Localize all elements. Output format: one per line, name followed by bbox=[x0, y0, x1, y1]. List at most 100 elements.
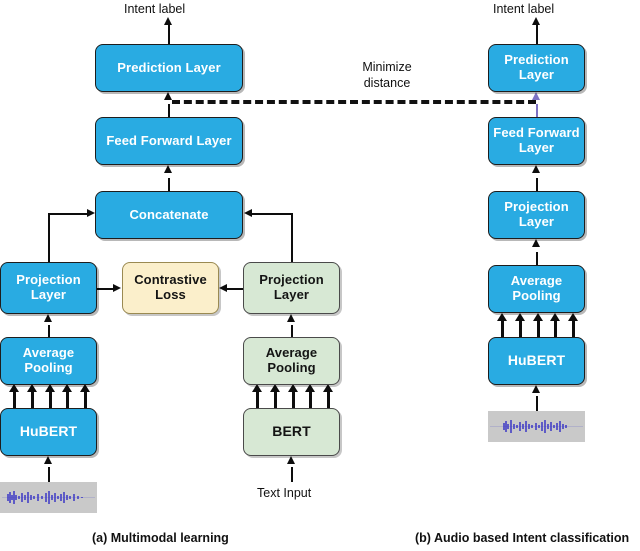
panel-a-left-elbow-horizontal bbox=[48, 213, 88, 215]
panel-a-prediction-layer-label: Prediction Layer bbox=[117, 59, 221, 75]
panel-a-ffl-to-prediction-arrow bbox=[164, 92, 172, 100]
panel-a-left-elbow-arrow bbox=[87, 209, 95, 217]
panel-a-text-token-arrow-head-1 bbox=[252, 384, 263, 392]
panel-a-textproj-to-loss-line bbox=[227, 288, 244, 290]
panel-a-token-arrow-line-1 bbox=[13, 391, 16, 408]
panel-a-right-elbow-vertical bbox=[291, 213, 293, 262]
panel-a-caption: (a) Multimodal learning bbox=[92, 531, 229, 545]
panel-b-wave-to-hubert-arrow bbox=[532, 385, 540, 393]
panel-a-left-elbow-vertical bbox=[48, 213, 50, 262]
panel-a-right-elbow-horizontal bbox=[252, 213, 292, 215]
panel-b-feed-forward-layer-label: Feed Forward Layer bbox=[493, 125, 580, 155]
panel-a-output-arrow-line bbox=[168, 22, 170, 44]
panel-a-audiopool-to-proj-line bbox=[48, 325, 50, 338]
panel-a-audio-projection-layer[interactable]: Projection Layer bbox=[0, 262, 97, 314]
panel-a-wave-to-hubert-arrow bbox=[44, 456, 52, 464]
panel-a-concat-to-ffl-line bbox=[168, 178, 170, 192]
panel-a-text-token-arrow-head-4 bbox=[305, 384, 316, 392]
minimize-distance-label-line2: distance bbox=[363, 75, 411, 90]
panel-b-hubert-encoder[interactable]: HuBERT bbox=[488, 337, 585, 385]
panel-a-audiopool-to-proj-arrow bbox=[44, 314, 52, 322]
panel-a-contrastive-loss[interactable]: Contrastive Loss bbox=[122, 262, 219, 314]
panel-a-concat-to-ffl-arrow bbox=[164, 165, 172, 173]
panel-b-proj-to-ffl-arrow bbox=[532, 165, 540, 173]
panel-b-token-arrow-line-3 bbox=[537, 320, 540, 337]
panel-b-token-arrow-line-4 bbox=[554, 320, 557, 337]
minimize-distance-label: Minimize distance bbox=[339, 60, 435, 91]
panel-a-text-token-arrow-line-5 bbox=[327, 391, 330, 408]
panel-a-feed-forward-layer-label: Feed Forward Layer bbox=[106, 132, 232, 148]
panel-a-audio-average-pooling-label: Average Pooling bbox=[22, 345, 75, 375]
panel-a-text-projection-layer[interactable]: Projection Layer bbox=[243, 262, 340, 314]
minimize-distance-label-line1: Minimize bbox=[362, 60, 412, 74]
panel-a-audioproj-to-loss-arrow bbox=[113, 284, 121, 292]
panel-a-text-token-arrow-line-4 bbox=[309, 391, 312, 408]
panel-a-text-token-arrow-line-1 bbox=[256, 391, 259, 408]
panel-b-prediction-layer[interactable]: Prediction Layer bbox=[488, 44, 585, 92]
panel-a-token-arrow-head-2 bbox=[27, 384, 38, 392]
panel-a-text-token-arrow-head-2 bbox=[270, 384, 281, 392]
panel-b-output-arrow-line bbox=[536, 22, 538, 44]
minimize-distance-dashed-line bbox=[172, 100, 536, 104]
panel-a-token-arrow-line-3 bbox=[49, 391, 52, 408]
panel-a-feed-forward-layer[interactable]: Feed Forward Layer bbox=[95, 117, 243, 165]
panel-a-text-average-pooling-label: Average Pooling bbox=[265, 345, 318, 375]
panel-a-textinput-to-bert-line bbox=[291, 467, 293, 482]
panel-b-pool-to-proj-arrow bbox=[532, 239, 540, 247]
panel-a-bert-encoder[interactable]: BERT bbox=[243, 408, 340, 456]
panel-b-audio-waveform-input bbox=[488, 411, 585, 442]
panel-a-audio-waveform-input bbox=[0, 482, 97, 513]
panel-a-token-arrow-head-1 bbox=[9, 384, 20, 392]
panel-a-textinput-to-bert-arrow bbox=[287, 456, 295, 464]
panel-a-ffl-to-prediction-line bbox=[168, 104, 170, 118]
panel-b-average-pooling[interactable]: Average Pooling bbox=[488, 265, 585, 313]
panel-a-intent-label-text: Intent label bbox=[124, 2, 186, 16]
panel-b-ffl-to-prediction-line bbox=[536, 104, 538, 118]
panel-a-text-token-arrow-head-3 bbox=[288, 384, 299, 392]
panel-a-textpool-to-proj-line bbox=[291, 325, 293, 338]
panel-a-output-arrow-head bbox=[164, 17, 172, 25]
panel-a-token-arrow-head-3 bbox=[45, 384, 56, 392]
panel-b-token-arrow-line-5 bbox=[572, 320, 575, 337]
panel-b-token-arrow-head-1 bbox=[497, 313, 508, 321]
panel-a-token-arrow-head-4 bbox=[62, 384, 73, 392]
panel-a-audio-projection-layer-label: Projection Layer bbox=[16, 272, 81, 302]
panel-b-wave-to-hubert-line bbox=[536, 396, 538, 411]
waveform-icon bbox=[2, 491, 95, 504]
panel-b-caption: (b) Audio based Intent classification bbox=[415, 531, 630, 545]
panel-b-hubert-encoder-label: HuBERT bbox=[507, 352, 566, 369]
panel-a-prediction-layer[interactable]: Prediction Layer bbox=[95, 44, 243, 92]
panel-a-audioproj-to-loss-line bbox=[97, 288, 114, 290]
panel-a-text-token-arrow-head-5 bbox=[323, 384, 334, 392]
panel-a-token-arrow-head-5 bbox=[80, 384, 91, 392]
waveform-icon bbox=[490, 420, 583, 433]
panel-a-text-average-pooling[interactable]: Average Pooling bbox=[243, 337, 340, 385]
panel-a-wave-to-hubert-line bbox=[48, 467, 50, 482]
panel-a-text-token-arrow-line-3 bbox=[292, 391, 295, 408]
panel-a-text-projection-layer-label: Projection Layer bbox=[259, 272, 324, 302]
panel-a-token-arrow-line-4 bbox=[66, 391, 69, 408]
panel-a-concatenate-label: Concatenate bbox=[129, 206, 209, 222]
panel-a-right-elbow-arrow bbox=[244, 209, 252, 217]
panel-b-output-arrow-head bbox=[532, 17, 540, 25]
panel-a-token-arrow-line-5 bbox=[84, 391, 87, 408]
panel-a-textpool-to-proj-arrow bbox=[287, 314, 295, 322]
panel-a-text-token-arrow-line-2 bbox=[274, 391, 277, 408]
panel-b-ffl-to-prediction-arrow bbox=[532, 92, 540, 100]
panel-b-intent-label-text: Intent label bbox=[493, 2, 555, 16]
panel-a-audio-average-pooling[interactable]: Average Pooling bbox=[0, 337, 97, 385]
panel-b-token-arrow-line-1 bbox=[501, 320, 504, 337]
panel-b-pool-to-proj-line bbox=[536, 252, 538, 266]
panel-b-projection-layer[interactable]: Projection Layer bbox=[488, 191, 585, 239]
panel-b-projection-layer-label: Projection Layer bbox=[504, 199, 569, 229]
panel-b-prediction-layer-label: Prediction Layer bbox=[504, 52, 569, 82]
panel-b-feed-forward-layer[interactable]: Feed Forward Layer bbox=[488, 117, 585, 165]
panel-b-proj-to-ffl-line bbox=[536, 178, 538, 192]
panel-a-textproj-to-loss-arrow bbox=[219, 284, 227, 292]
panel-a-bert-encoder-label: BERT bbox=[272, 423, 311, 440]
panel-a-concatenate[interactable]: Concatenate bbox=[95, 191, 243, 239]
panel-b-token-arrow-line-2 bbox=[519, 320, 522, 337]
panel-a-hubert-encoder[interactable]: HuBERT bbox=[0, 408, 97, 456]
panel-a-text-input-label: Text Input bbox=[257, 486, 312, 500]
